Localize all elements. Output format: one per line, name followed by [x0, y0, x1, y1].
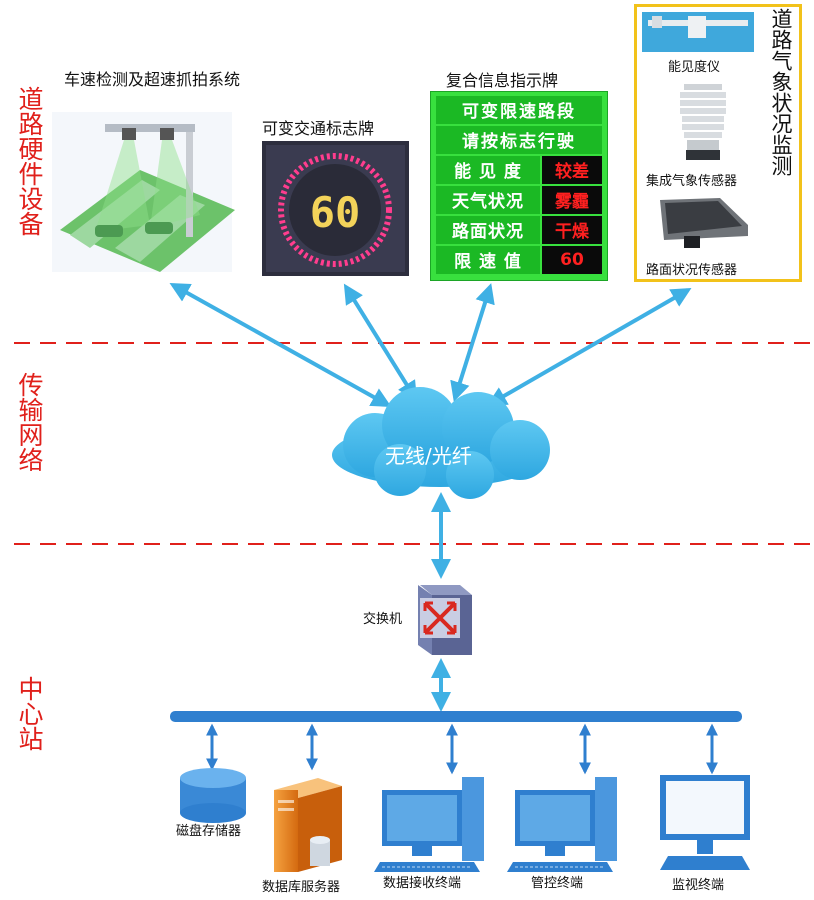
integrated-sensor-label: 集成气象传感器 — [646, 174, 738, 189]
network-cloud — [332, 387, 550, 499]
database-server-icon — [274, 778, 342, 872]
zone-label-hardware: 道路硬件设备 — [15, 86, 44, 236]
switch-icon — [418, 585, 472, 655]
control-terminal-icon — [507, 777, 617, 872]
data-receiving-terminal-label: 数据接收终端 — [383, 876, 462, 891]
sign-speed-number: 60 — [310, 188, 361, 237]
arrow-sign-cloud — [343, 283, 418, 402]
arrow-board-cloud — [450, 283, 495, 402]
road-sensor-image — [660, 198, 748, 248]
info-board-row: 可变限速路段 — [436, 96, 602, 124]
monitor-terminal-icon — [660, 775, 750, 870]
info-board-row: 天气状况雾霾 — [436, 186, 602, 214]
zone-label-center: 中心站 — [15, 676, 44, 751]
info-board-row-value: 雾霾 — [542, 186, 602, 214]
info-board-row-label: 限 速 值 — [436, 246, 540, 274]
integrated-sensor-image — [680, 84, 726, 160]
control-terminal-label: 管控终端 — [531, 876, 584, 891]
info-board-row-value: 60 — [542, 246, 602, 274]
variable-sign-image: 60 — [262, 141, 409, 276]
database-server-label: 数据库服务器 — [262, 880, 341, 895]
visibility-meter-image — [642, 12, 754, 52]
info-board-title: 复合信息指示牌 — [446, 71, 559, 90]
info-board-row: 能 见 度较差 — [436, 156, 602, 184]
info-board-row-label: 可变限速路段 — [436, 96, 602, 124]
info-board-row-label: 天气状况 — [436, 186, 540, 214]
info-board-row-label: 请按标志行驶 — [436, 126, 602, 154]
disk-storage-label: 磁盘存储器 — [176, 824, 242, 839]
visibility-meter-label: 能见度仪 — [668, 60, 721, 75]
speed-camera-image — [52, 112, 235, 272]
speed-camera-label: 车速检测及超速抓拍系统 — [63, 70, 240, 89]
info-board-row-value: 干燥 — [542, 216, 602, 244]
arrow-weather-cloud — [486, 288, 692, 406]
info-board-row-label: 路面状况 — [436, 216, 540, 244]
info-board-row-label: 能 见 度 — [436, 156, 540, 184]
info-board-row: 请按标志行驶 — [436, 126, 602, 154]
road-sensor-label: 路面状况传感器 — [646, 263, 738, 278]
monitor-terminal-label: 监视终端 — [672, 878, 725, 893]
zone-label-network: 传输网络 — [15, 372, 44, 472]
info-board-row: 路面状况干燥 — [436, 216, 602, 244]
weather-monitoring-box — [634, 4, 802, 282]
lan-bus — [170, 711, 742, 722]
weather-monitoring-title: 道路气象状况监测 — [769, 8, 793, 176]
disk-storage-icon — [180, 768, 246, 823]
switch-label: 交换机 — [363, 612, 403, 627]
variable-sign-label: 可变交通标志牌 — [262, 119, 375, 138]
info-board-row-value: 较差 — [542, 156, 602, 184]
cloud-label: 无线/光纤 — [385, 444, 472, 468]
data-receiving-terminal-icon — [374, 777, 484, 872]
